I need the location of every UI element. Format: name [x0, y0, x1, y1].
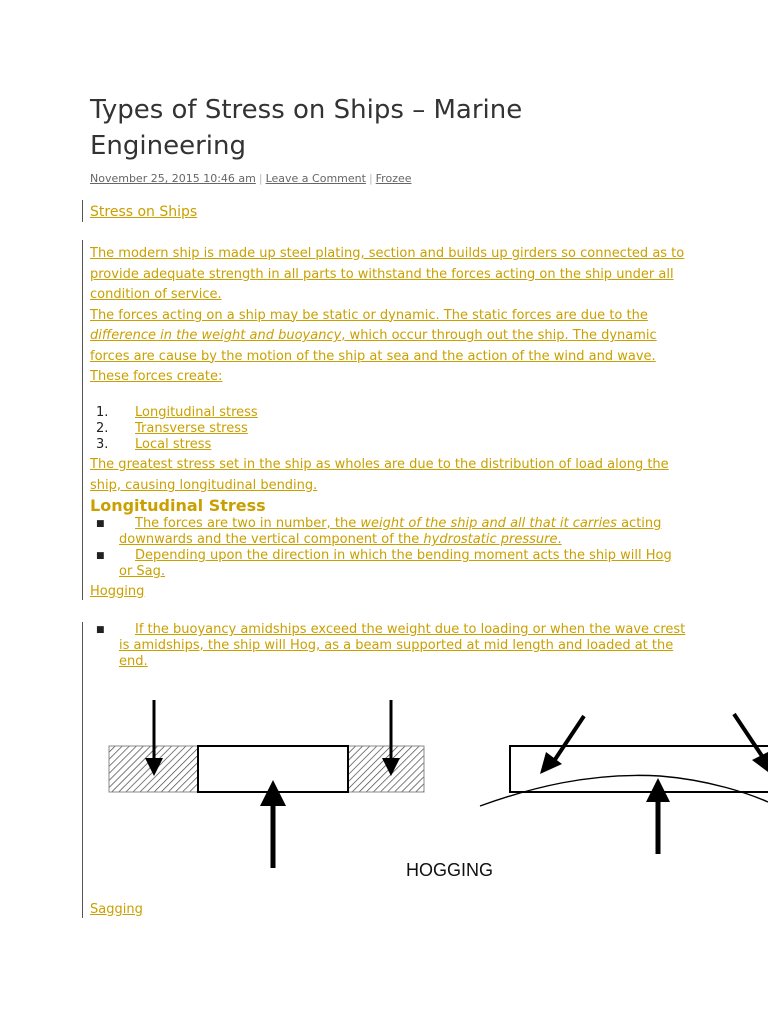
down-arrow-left: [145, 700, 163, 776]
list-item[interactable]: 2. Transverse stress: [96, 421, 258, 437]
hatched-load-right: [347, 745, 425, 793]
list-number: 2.: [96, 421, 109, 436]
bullet-text-part[interactable]: Depending upon the direction in which th…: [119, 548, 672, 579]
diagonal-arrow-right: [732, 712, 768, 772]
list-item-label[interactable]: Longitudinal stress: [135, 405, 258, 420]
intro-paragraph-3[interactable]: These forces create:: [90, 369, 223, 384]
diagonal-arrow-left: [540, 714, 586, 774]
bullet-marker: ■: [96, 625, 105, 635]
up-arrow-wave: [646, 778, 670, 854]
bullet-text[interactable]: The forces are two in number, the weight…: [119, 516, 661, 547]
list-item[interactable]: 3. Local stress: [96, 437, 258, 453]
list-item[interactable]: ■ The forces are two in number, the weigh…: [96, 516, 686, 548]
bullet-marker: ■: [96, 551, 105, 561]
intro-text[interactable]: The modern ship is made up steel plating…: [90, 244, 690, 388]
bullet-marker: ■: [96, 519, 105, 529]
section-hogging[interactable]: Hogging: [90, 584, 145, 599]
bullet-emphasis[interactable]: hydrostatic pressure: [423, 532, 558, 547]
forces-list: 1. Longitudinal stress 2. Transverse stres…: [96, 405, 258, 453]
diagram-caption: HOGGING: [406, 860, 493, 880]
intro-p2-start[interactable]: The forces acting on a ship may be stati…: [90, 307, 648, 323]
list-item-label[interactable]: Transverse stress: [135, 421, 248, 436]
intro-paragraph-2[interactable]: The forces acting on a ship may be stati…: [90, 306, 690, 368]
list-item[interactable]: ■ Depending upon the direction in which t…: [96, 548, 686, 580]
list-item[interactable]: ■ If the buoyancy amidships exceed the we…: [96, 622, 686, 670]
meta-separator: |: [258, 172, 263, 185]
wave-crest-curve: [479, 774, 768, 807]
list-item-label[interactable]: Local stress: [135, 437, 212, 452]
beam-rect-wave: [509, 745, 768, 793]
post-date-link[interactable]: November 25, 2015 10:46 am: [90, 172, 256, 185]
longitudinal-bullets: ■ The forces are two in number, the weigh…: [96, 516, 686, 580]
section-stress-on-ships[interactable]: Stress on Ships: [90, 204, 198, 220]
intro-p2-emphasis[interactable]: difference in the weight and buoyancy: [90, 328, 342, 343]
greatest-stress-text[interactable]: The greatest stress set in the ship as w…: [90, 457, 669, 493]
intro-p2-end[interactable]: , which occur through out the ship. The …: [90, 328, 657, 364]
up-arrow-center: [260, 780, 286, 868]
bullet-text-part[interactable]: .: [557, 532, 562, 547]
down-arrow-right: [382, 700, 400, 776]
bullet-text[interactable]: If the buoyancy amidships exceed the wei…: [119, 622, 685, 669]
list-number: 3.: [96, 437, 109, 452]
bullet-text-part[interactable]: acting downwards and the vertical compon…: [119, 516, 662, 547]
author-link[interactable]: Frozee: [375, 172, 412, 185]
quote-bar: [82, 240, 83, 600]
intro-paragraph-1[interactable]: The modern ship is made up steel plating…: [90, 246, 685, 302]
quote-bar: [82, 200, 83, 222]
bullet-text-part[interactable]: If the buoyancy amidships exceed the wei…: [119, 622, 686, 669]
longitudinal-stress-heading: Longitudinal Stress: [90, 496, 266, 515]
meta-separator: |: [368, 172, 373, 185]
hogging-bullets: ■ If the buoyancy amidships exceed the we…: [96, 622, 686, 670]
article-title: Types of Stress on Ships – Marine Engine…: [90, 95, 523, 161]
quote-bar: [82, 622, 83, 918]
list-number: 1.: [96, 405, 109, 420]
list-item[interactable]: 1. Longitudinal stress: [96, 405, 258, 421]
bullet-text[interactable]: Depending upon the direction in which th…: [119, 548, 672, 579]
section-sagging[interactable]: Sagging: [90, 902, 143, 917]
bullet-emphasis[interactable]: weight of the ship and all that it carri…: [360, 516, 617, 531]
article-meta: November 25, 2015 10:46 am|Leave a Comme…: [90, 172, 412, 185]
hogging-diagram: HOGGING: [108, 700, 768, 880]
leave-comment-link[interactable]: Leave a Comment: [265, 172, 366, 185]
bullet-text-part[interactable]: The forces are two in number, the: [135, 516, 361, 531]
